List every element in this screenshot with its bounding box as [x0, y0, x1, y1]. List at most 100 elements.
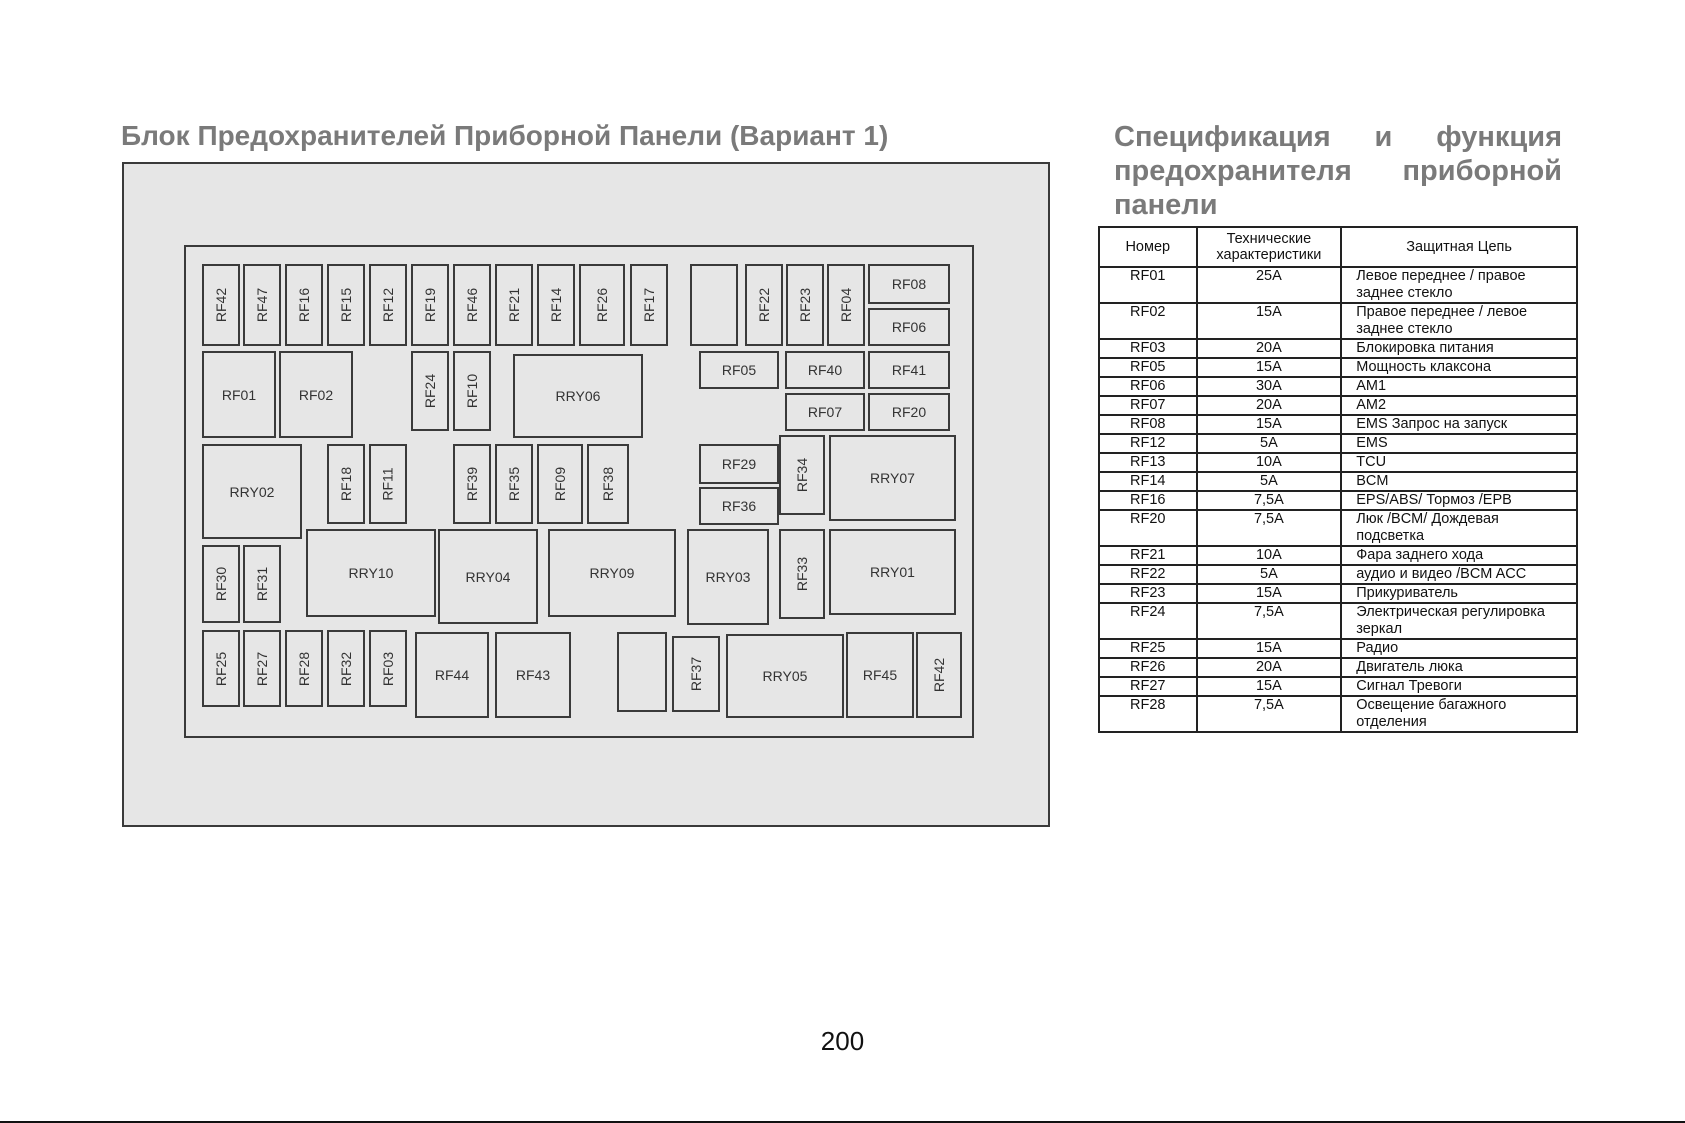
- fuse-label: RF29: [721, 456, 757, 472]
- fuse-slot: RRY06: [513, 354, 643, 438]
- fuse-slot: RF33: [779, 529, 825, 619]
- fuse-rating-cell: 7,5A: [1195, 509, 1343, 546]
- fuse-label: RF23: [797, 287, 814, 323]
- fuse-circuit-cell: EMS Запрос на запуск: [1340, 414, 1578, 434]
- fuse-label: RF16: [296, 287, 313, 323]
- fuse-label: RF03: [380, 651, 397, 686]
- header-number: Номер: [1098, 226, 1198, 268]
- fuse-circuit-cell: Освещение багажного отделения: [1340, 695, 1578, 733]
- fuse-slot: RF43: [495, 632, 571, 718]
- fuse-slot: RRY04: [438, 529, 538, 624]
- fuse-number-cell: RF14: [1098, 471, 1198, 491]
- fuse-slot: RF09: [537, 444, 583, 524]
- fuse-rating-cell: 5A: [1195, 433, 1343, 453]
- fuse-label: RRY02: [229, 483, 275, 500]
- fuse-slot: RF23: [786, 264, 824, 346]
- fuse-rating-cell: 7,5A: [1195, 490, 1343, 510]
- fuse-label: RRY01: [870, 564, 915, 580]
- fuse-number-cell: RF24: [1098, 602, 1198, 639]
- fuse-label: RRY06: [555, 388, 601, 404]
- fuse-label: RRY09: [589, 565, 635, 581]
- fuse-label: RF42: [930, 657, 947, 693]
- fuse-label: RF10: [464, 373, 481, 409]
- spec-title: Спецификация и функция предохранителя пр…: [1114, 121, 1562, 221]
- fuse-slot: RF03: [369, 630, 407, 707]
- fuse-slot: RF29: [699, 444, 779, 484]
- fuse-slot: RF41: [868, 351, 950, 389]
- fuse-circuit-cell: аудио и видео /BCM ACC: [1340, 564, 1578, 584]
- fuse-label: RF24: [422, 373, 439, 409]
- fuse-label: RF15: [338, 287, 355, 323]
- fuse-label: RF25: [213, 651, 230, 686]
- fuse-slot: [617, 632, 667, 712]
- fuse-label: RF30: [213, 566, 230, 602]
- fuse-slot: RF19: [411, 264, 449, 346]
- fuse-circuit-cell: BCM: [1340, 471, 1578, 491]
- fuse-slot: RF10: [453, 351, 491, 431]
- fuse-rating-cell: 15A: [1195, 638, 1343, 658]
- fuse-label: RF36: [721, 498, 757, 514]
- fuse-label: RF28: [296, 651, 313, 686]
- page-number: 200: [820, 1026, 865, 1056]
- fuse-label: RF44: [434, 667, 470, 683]
- fuse-label: RRY05: [762, 668, 808, 684]
- fuse-slot: RF42: [202, 264, 240, 346]
- fuse-rating-cell: 20A: [1195, 395, 1343, 415]
- header-circuit: Защитная Цепь: [1340, 226, 1578, 268]
- fuse-rating-cell: 30A: [1195, 376, 1343, 396]
- fuse-rating-cell: 10A: [1195, 545, 1343, 565]
- fuse-circuit-cell: Фара заднего хода: [1340, 545, 1578, 565]
- fuse-circuit-cell: Правое переднее / левое заднее стекло: [1340, 302, 1578, 339]
- fuse-label: RF21: [506, 287, 523, 323]
- fuse-label: RRY04: [465, 568, 511, 585]
- fuse-slot: RRY03: [687, 529, 769, 625]
- fuse-number-cell: RF08: [1098, 414, 1198, 434]
- fuse-slot: RF25: [202, 630, 240, 707]
- fuse-label: RF11: [379, 467, 396, 501]
- fuse-label: RF19: [422, 287, 439, 323]
- fuse-slot: RF46: [453, 264, 491, 346]
- fuse-label: RF27: [254, 651, 271, 686]
- fuse-slot: RF37: [672, 636, 720, 712]
- fuse-number-cell: RF23: [1098, 583, 1198, 603]
- fuse-slot: RF30: [202, 545, 240, 623]
- fuse-slot: RF45: [846, 632, 914, 718]
- fuse-slot: [690, 264, 738, 346]
- fuse-label: RRY10: [348, 565, 394, 581]
- fuse-slot: RF20: [868, 393, 950, 431]
- fuse-slot: RF18: [327, 444, 365, 524]
- fuse-circuit-cell: Двигатель люка: [1340, 657, 1578, 677]
- fuse-label: RF43: [515, 667, 551, 683]
- fuse-label: RF39: [464, 466, 481, 502]
- fuse-label: RF42: [213, 287, 230, 323]
- fuse-label: RF45: [862, 667, 898, 683]
- fuse-label: RF40: [807, 362, 843, 378]
- fuse-slot: RF36: [699, 487, 779, 525]
- fuse-label: RF06: [891, 319, 927, 335]
- fuse-slot: RF17: [630, 264, 668, 346]
- fuse-slot: RF47: [243, 264, 281, 346]
- fuse-slot: RF12: [369, 264, 407, 346]
- bottom-rule: [0, 1121, 1685, 1123]
- fuse-rating-cell: 5A: [1195, 564, 1343, 584]
- fuse-number-cell: RF21: [1098, 545, 1198, 565]
- fuse-slot: RRY09: [548, 529, 676, 617]
- fuse-label: RF38: [599, 466, 616, 502]
- fuse-circuit-cell: Люк /BCM/ Дождевая подсветка: [1340, 509, 1578, 546]
- fuse-slot: RF31: [243, 545, 281, 623]
- fuse-circuit-cell: Сигнал Тревоги: [1340, 676, 1578, 696]
- fuse-circuit-cell: EPS/ABS/ Тормоз /EPB: [1340, 490, 1578, 510]
- fuse-circuit-cell: Радио: [1340, 638, 1578, 658]
- fuse-slot: RF22: [745, 264, 783, 346]
